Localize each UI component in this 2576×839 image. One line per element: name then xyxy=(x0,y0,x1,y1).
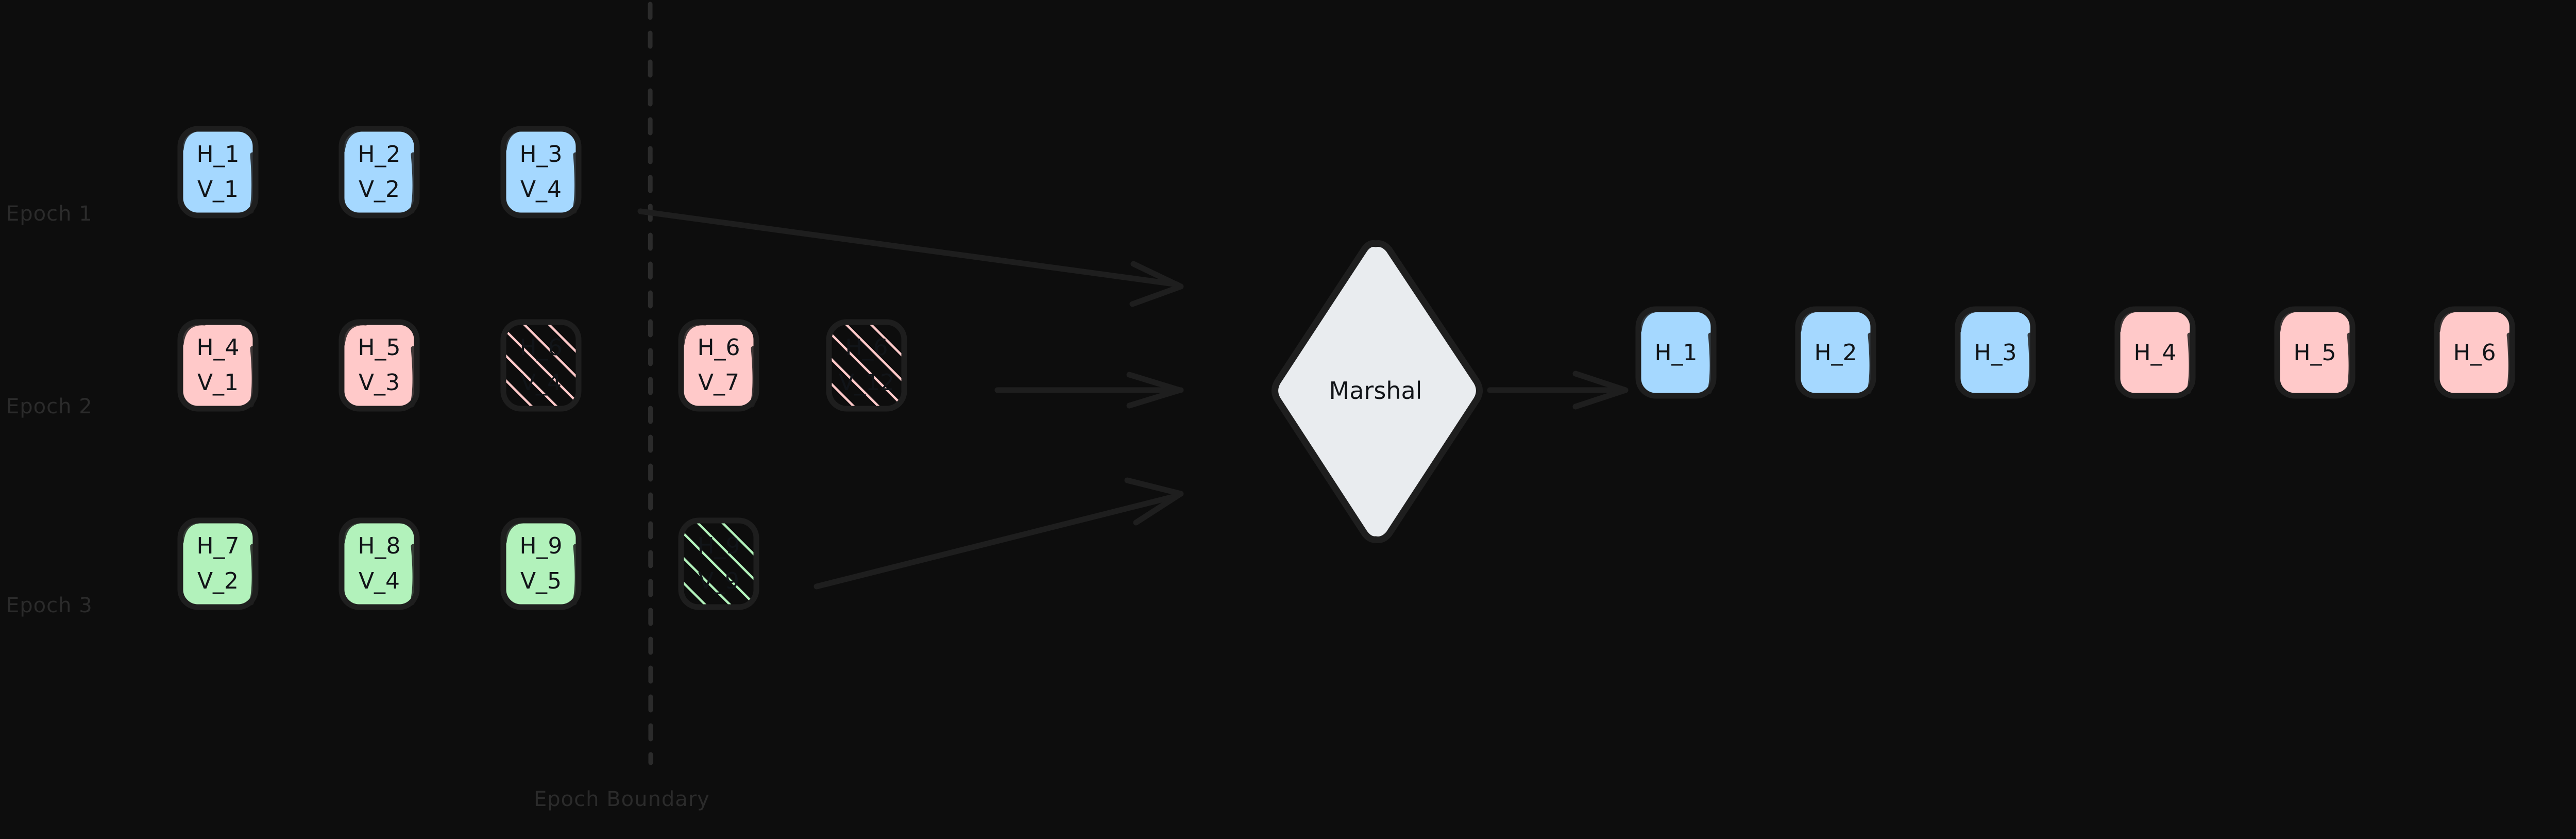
row-label-epoch2: Epoch 2 xyxy=(6,395,93,418)
epoch2-cells xyxy=(177,319,907,412)
cell-h7-v2[interactable] xyxy=(177,517,259,610)
cell-h1-v1[interactable] xyxy=(177,126,259,219)
marshal-node[interactable] xyxy=(1272,240,1483,543)
output-label-h4: H_4 xyxy=(2133,339,2177,366)
output-label-h5: H_5 xyxy=(2293,339,2336,366)
epoch3-cells xyxy=(177,517,759,610)
row-label-epoch1: Epoch 1 xyxy=(6,202,93,226)
marshal-label: Marshal xyxy=(1329,377,1422,405)
output-label-h1: H_1 xyxy=(1654,339,1698,366)
arrow-epoch3-to-marshal xyxy=(814,477,1184,590)
output-item-h2[interactable] xyxy=(1795,306,1876,399)
arrow-epoch1-to-marshal xyxy=(637,208,1184,307)
cell-h9-v9-hatched[interactable] xyxy=(678,517,759,610)
cell-h6-v4-hatched[interactable] xyxy=(500,319,582,412)
epoch-boundary-label: Epoch Boundary xyxy=(534,787,710,811)
epoch-boundary-line xyxy=(648,2,653,765)
epoch1-cells xyxy=(177,126,582,219)
output-label-h6: H_6 xyxy=(2453,339,2496,366)
cell-h6-v12-hatched[interactable] xyxy=(826,319,907,412)
output-item-h6[interactable] xyxy=(2434,306,2515,399)
cell-h9-v5[interactable] xyxy=(500,517,582,610)
arrow-epoch2-to-marshal xyxy=(994,372,1184,409)
output-item-h3[interactable] xyxy=(1955,306,2036,399)
cell-h8-v4[interactable] xyxy=(338,517,420,610)
output-label-h2: H_2 xyxy=(1814,339,1857,366)
cell-h2-v2[interactable] xyxy=(338,126,420,219)
output-item-h4[interactable] xyxy=(2114,306,2196,399)
output-item-h1[interactable] xyxy=(1635,306,1717,399)
output-label-h3: H_3 xyxy=(1974,339,2017,366)
arrow-marshal-to-output xyxy=(1487,371,1629,410)
cell-h6-v7[interactable] xyxy=(678,319,759,412)
cell-h5-v3[interactable] xyxy=(338,319,420,412)
row-label-epoch3: Epoch 3 xyxy=(6,594,93,617)
output-item-h5[interactable] xyxy=(2274,306,2355,399)
output-sequence xyxy=(1635,306,2515,399)
cell-h3-v4[interactable] xyxy=(500,126,582,219)
cell-h4-v1[interactable] xyxy=(177,319,259,412)
